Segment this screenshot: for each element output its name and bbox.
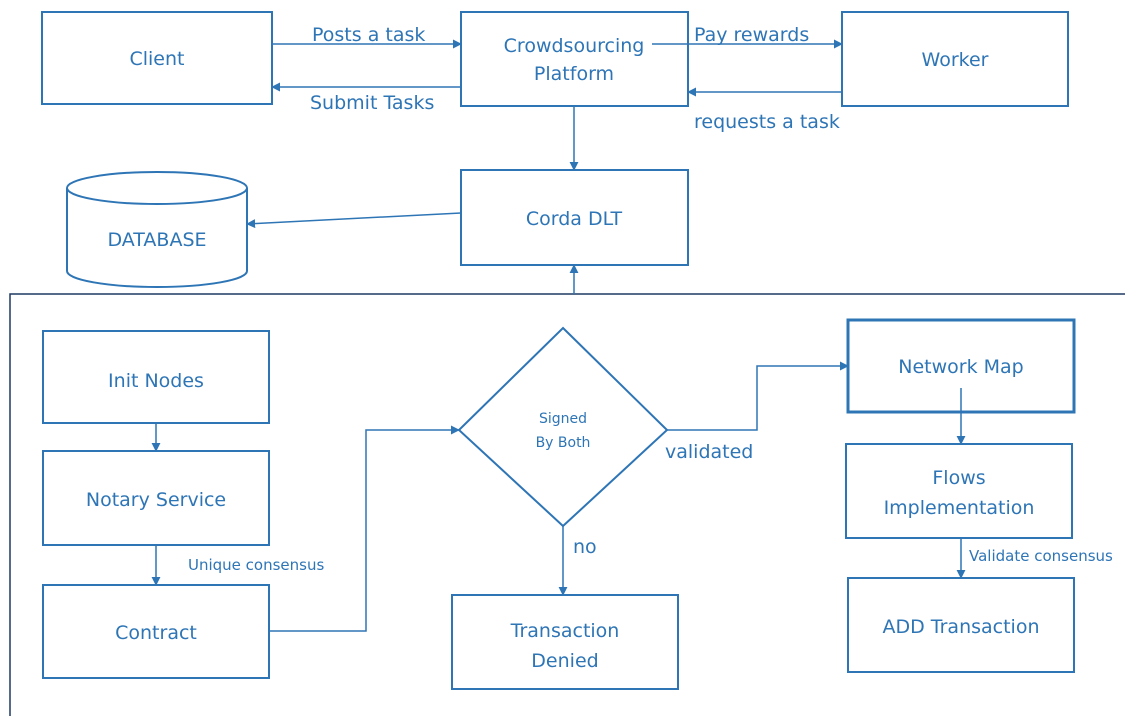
database-label: DATABASE: [107, 229, 206, 251]
signed-by-both-decision: [457, 326, 669, 528]
contract-to-decision-arrow: [269, 425, 460, 632]
decision-label-line2: By Both: [536, 435, 591, 451]
decision-to-network-map-arrow: [667, 361, 849, 431]
flows-implementation-box: [845, 443, 1073, 539]
contract-label: Contract: [115, 622, 197, 644]
client-label: Client: [129, 48, 184, 70]
decision-label-line1: Signed: [539, 411, 587, 427]
add-transaction-label: ADD Transaction: [883, 616, 1040, 638]
corda-to-database-arrow: [246, 212, 462, 229]
worker-box: [841, 11, 1069, 107]
validate-consensus-label: Validate consensus: [969, 547, 1113, 565]
requests-task-label: requests a task: [694, 111, 840, 133]
denied-label-line2: Denied: [531, 650, 598, 672]
unique-consensus-label: Unique consensus: [188, 556, 324, 574]
no-label: no: [573, 536, 597, 558]
notary-service-box: [42, 450, 270, 546]
consensus-panel-border: [9, 293, 1125, 716]
transaction-denied-box: [451, 594, 679, 690]
corda-dlt-label: Corda DLT: [526, 208, 623, 230]
network-map-label: Network Map: [898, 356, 1023, 378]
database-cylinder: [66, 171, 248, 288]
platform-box: [460, 11, 689, 107]
client-box: [41, 11, 273, 105]
add-transaction-box: [847, 577, 1075, 673]
init-nodes-box: [42, 330, 270, 424]
validated-label: validated: [665, 441, 753, 463]
flows-label-line2: Implementation: [884, 497, 1035, 519]
corda-dlt-box: [460, 169, 689, 266]
worker-label: Worker: [922, 49, 989, 71]
init-nodes-label: Init Nodes: [108, 370, 204, 392]
platform-label-line2: Platform: [534, 63, 614, 85]
notary-service-label: Notary Service: [86, 489, 226, 511]
posts-task-label: Posts a task: [312, 24, 425, 46]
platform-label-line1: Crowdsourcing: [504, 35, 645, 57]
contract-box: [42, 584, 270, 679]
submit-tasks-label: Submit Tasks: [310, 92, 434, 114]
flows-label-line1: Flows: [932, 467, 985, 489]
pay-rewards-label: Pay rewards: [694, 24, 809, 46]
denied-label-line1: Transaction: [510, 620, 620, 642]
